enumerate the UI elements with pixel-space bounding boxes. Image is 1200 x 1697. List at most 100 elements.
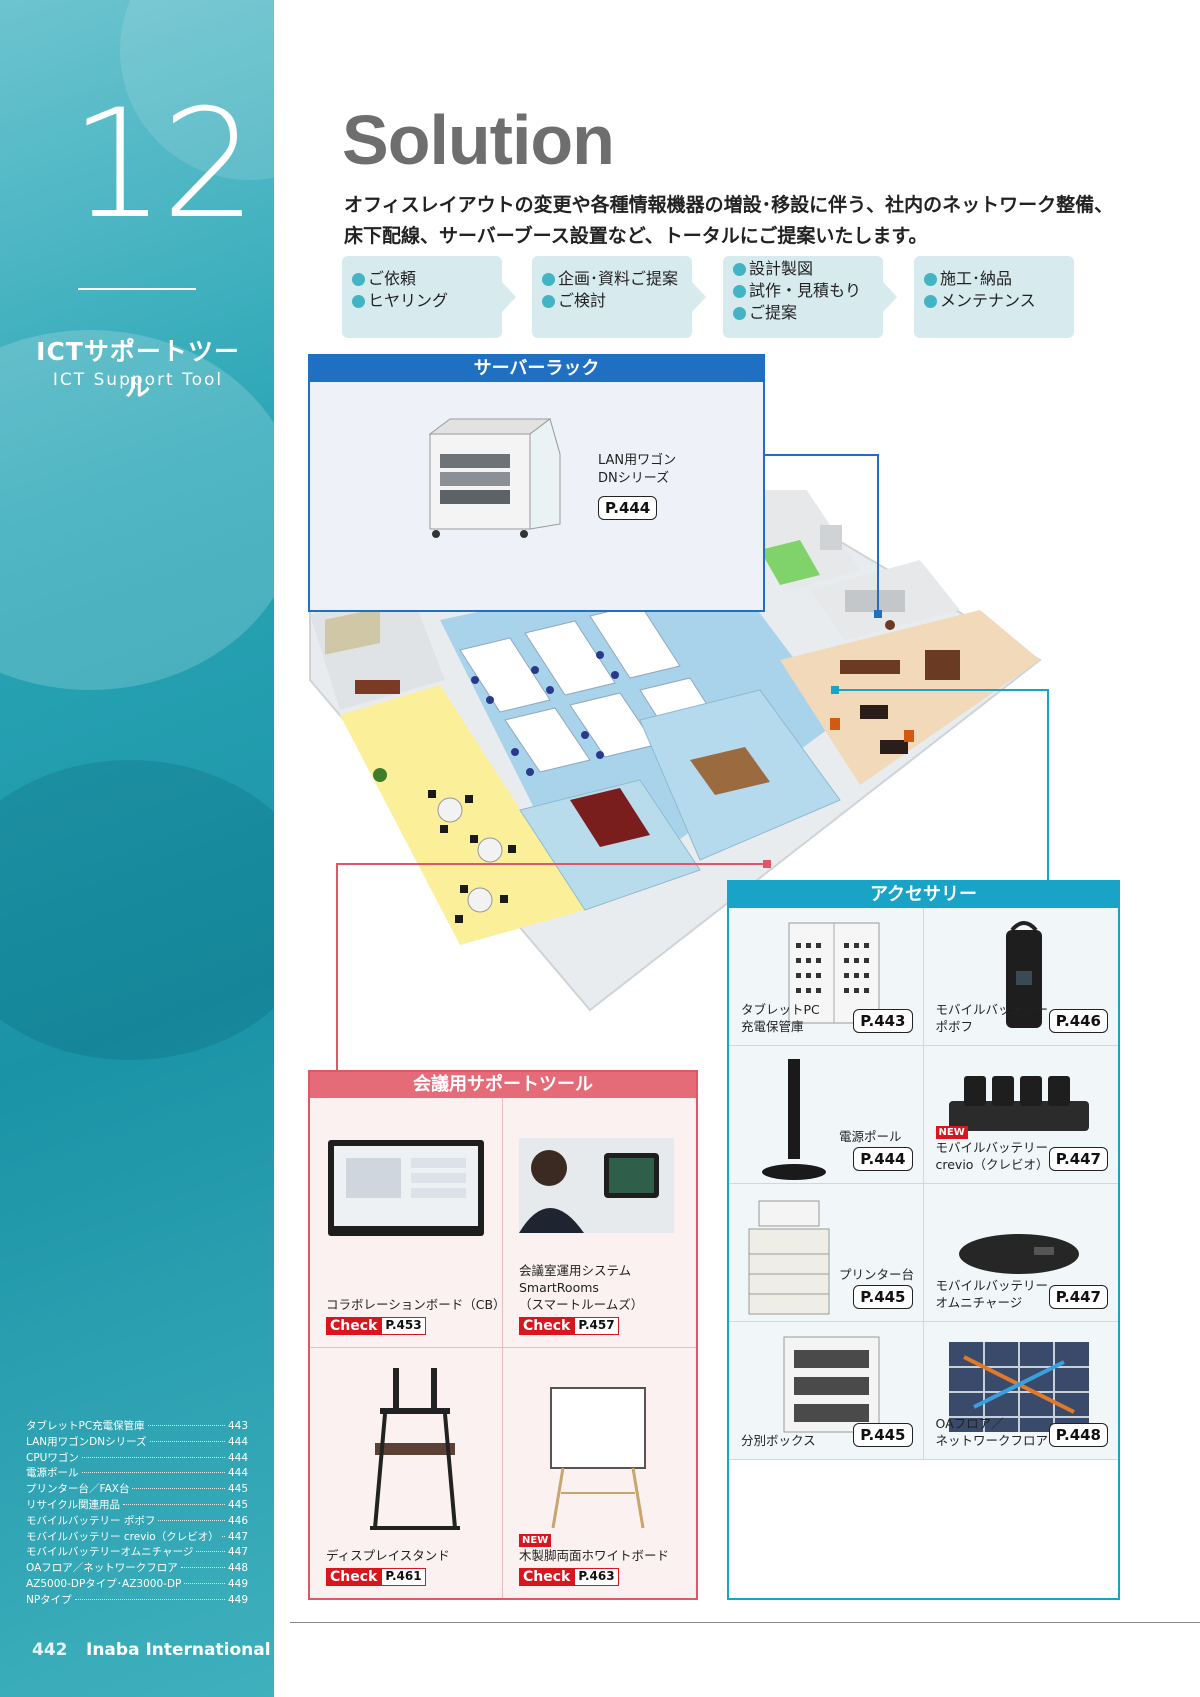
bullet-icon xyxy=(733,262,746,276)
process-steps: ご依頼 ヒヤリング 企画･資料ご提案 ご検討 設計製図 試作・見積もり ご提案 … xyxy=(342,256,1172,338)
chapter-divider xyxy=(78,288,196,290)
process-step: 施工･納品 メンテナンス xyxy=(914,256,1074,338)
page-ref-badge[interactable]: P.447 xyxy=(1048,1285,1108,1309)
toc-item[interactable]: モバイルバッテリー crevio（クレビオ）447 xyxy=(26,1530,248,1543)
server-rack-label: LAN用ワゴン DNシリーズ xyxy=(598,453,677,486)
product-card-mobile-battery-omnicharge[interactable]: モバイルバッテリーオムニチャージ P.447 xyxy=(923,1184,1118,1322)
product-label: ディスプレイスタンド xyxy=(326,1548,450,1563)
page-ref-badge[interactable]: P.448 xyxy=(1048,1423,1108,1447)
bullet-icon xyxy=(924,294,937,308)
collaboration-board-image xyxy=(328,1140,484,1236)
power-pole-image xyxy=(762,1059,826,1180)
mobile-battery-pobof-image xyxy=(1005,921,1042,1028)
new-badge: NEW xyxy=(519,1534,552,1547)
product-card-power-pole[interactable]: 電源ポール P.444 xyxy=(729,1046,924,1184)
mobile-battery-omnicharge-image xyxy=(958,1234,1079,1274)
printer-stand-image xyxy=(748,1200,830,1315)
tablet-storage-image xyxy=(788,922,880,1024)
page-ref-badge[interactable]: P.447 xyxy=(1048,1147,1108,1171)
server-rack-heading: サーバーラック xyxy=(310,356,763,382)
oa-floor-image xyxy=(948,1342,1089,1432)
process-step: 設計製図 試作・見積もり ご提案 xyxy=(723,256,897,338)
product-card-oa-floor[interactable]: OAフロア／ネットワークフロア P.448 xyxy=(923,1322,1118,1460)
product-card-printer-stand[interactable]: プリンター台 P.445 xyxy=(729,1184,924,1322)
mobile-battery-crevio-image xyxy=(948,1076,1089,1131)
product-label: プリンター台 xyxy=(839,1267,915,1282)
product-label: OAフロア／ネットワークフロア xyxy=(935,1416,1049,1448)
product-label: NEW 木製脚両面ホワイトボード xyxy=(519,1534,670,1563)
bullet-icon xyxy=(924,272,937,286)
brand-name: Inaba International xyxy=(86,1640,271,1660)
product-card-sorting-box[interactable]: 分別ボックス P.445 xyxy=(729,1322,924,1460)
chapter-sidebar: 12 ICTサポートツール ICT Support Tool タブレットPC充電… xyxy=(0,0,274,1697)
product-card-mobile-battery-pobof[interactable]: モバイルバッテリーポボフ P.446 xyxy=(923,908,1118,1046)
page-ref-badge[interactable]: P.444 xyxy=(598,496,658,520)
office-floor-plan-illustration xyxy=(309,490,1042,1012)
whiteboard-image xyxy=(550,1387,646,1529)
lead-text: オフィスレイアウトの変更や各種情報機器の増設･移設に伴う、社内のネットワーク整備… xyxy=(344,190,1144,252)
lead-line: オフィスレイアウトの変更や各種情報機器の増設･移設に伴う、社内のネットワーク整備… xyxy=(344,194,1114,216)
bullet-icon xyxy=(542,294,555,308)
decorative-wave xyxy=(0,330,274,690)
bullet-icon xyxy=(352,272,365,286)
bullet-icon xyxy=(542,272,555,286)
page-ref-badge[interactable]: P.445 xyxy=(853,1285,913,1309)
footer-divider xyxy=(290,1622,1200,1623)
lan-wagon-cabinet-image xyxy=(428,418,561,538)
chapter-title-en: ICT Support Tool xyxy=(52,370,224,390)
decorative-wave xyxy=(0,760,274,1060)
bullet-icon xyxy=(733,284,746,298)
product-label: モバイルバッテリーポボフ xyxy=(935,1002,1049,1034)
bullet-icon xyxy=(733,306,746,320)
product-label: モバイルバッテリーオムニチャージ xyxy=(935,1278,1049,1310)
page-ref-badge[interactable]: P.443 xyxy=(853,1009,913,1033)
page-ref-badge[interactable]: P.445 xyxy=(853,1423,913,1447)
chapter-number: 12 xyxy=(70,78,257,252)
lead-line: 床下配線、サーバーブース設置など、トータルにご提案いたします。 xyxy=(344,225,928,247)
page-ref-badge[interactable]: P.444 xyxy=(853,1147,913,1171)
process-step: ご依頼 ヒヤリング xyxy=(342,256,516,338)
page-number: 442 xyxy=(32,1640,68,1660)
display-stand-image xyxy=(370,1368,460,1530)
smartrooms-image xyxy=(519,1138,674,1233)
bullet-icon xyxy=(352,294,365,308)
new-badge: NEW xyxy=(935,1126,968,1139)
sorting-box-image xyxy=(783,1336,880,1433)
page-title: Solution xyxy=(342,101,615,179)
page-ref-badge[interactable]: P.446 xyxy=(1048,1009,1108,1033)
product-label: 分別ボックス xyxy=(741,1433,816,1448)
product-label: コラボレーションボード（CB） xyxy=(326,1297,506,1312)
process-step: 企画･資料ご提案 ご検討 xyxy=(532,256,706,338)
accessory-heading: アクセサリー xyxy=(729,882,1118,908)
